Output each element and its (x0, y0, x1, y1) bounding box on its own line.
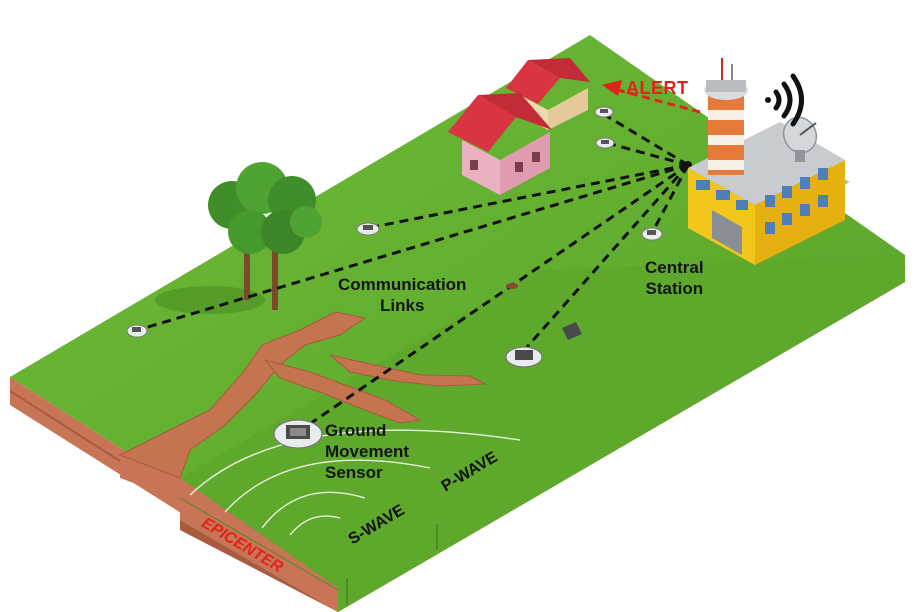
house-front (448, 93, 552, 195)
sensor-1 (594, 106, 614, 118)
sensor-6 (505, 346, 543, 368)
sensor-5 (126, 324, 148, 338)
wifi-signal-icon (765, 73, 804, 127)
alert-arrow-icon (602, 80, 701, 114)
communication-links-line-2: Links (380, 296, 425, 315)
communication-links (137, 110, 690, 434)
ground-sensor-label: Ground Movement Sensor (325, 420, 409, 483)
rocks (506, 283, 582, 340)
wave-dividers (346, 524, 438, 605)
alert-label: ALERT (626, 78, 689, 98)
central-station-label: Central Station (645, 257, 704, 299)
terrain-lower-slab (179, 255, 905, 612)
communication-links-line-1: Communication (338, 275, 467, 294)
central-station-line-2: Station (645, 279, 704, 298)
ground-cracks (118, 311, 487, 479)
central-station-line-1: Central (645, 258, 704, 277)
fault-gap (120, 455, 180, 500)
sensor-7 (273, 419, 323, 449)
communication-links-label: Communication Links (338, 274, 466, 316)
trees (155, 162, 322, 314)
sensor-3 (356, 222, 380, 236)
ground-sensor-line-2: Movement (325, 442, 410, 461)
ground-sensors (126, 106, 663, 449)
sensor-2 (595, 137, 615, 149)
ground-sensor-line-3: Sensor (325, 463, 383, 482)
control-tower (704, 58, 748, 175)
ground-sensor-line-1: Ground (325, 421, 387, 440)
sensor-4 (641, 227, 663, 241)
